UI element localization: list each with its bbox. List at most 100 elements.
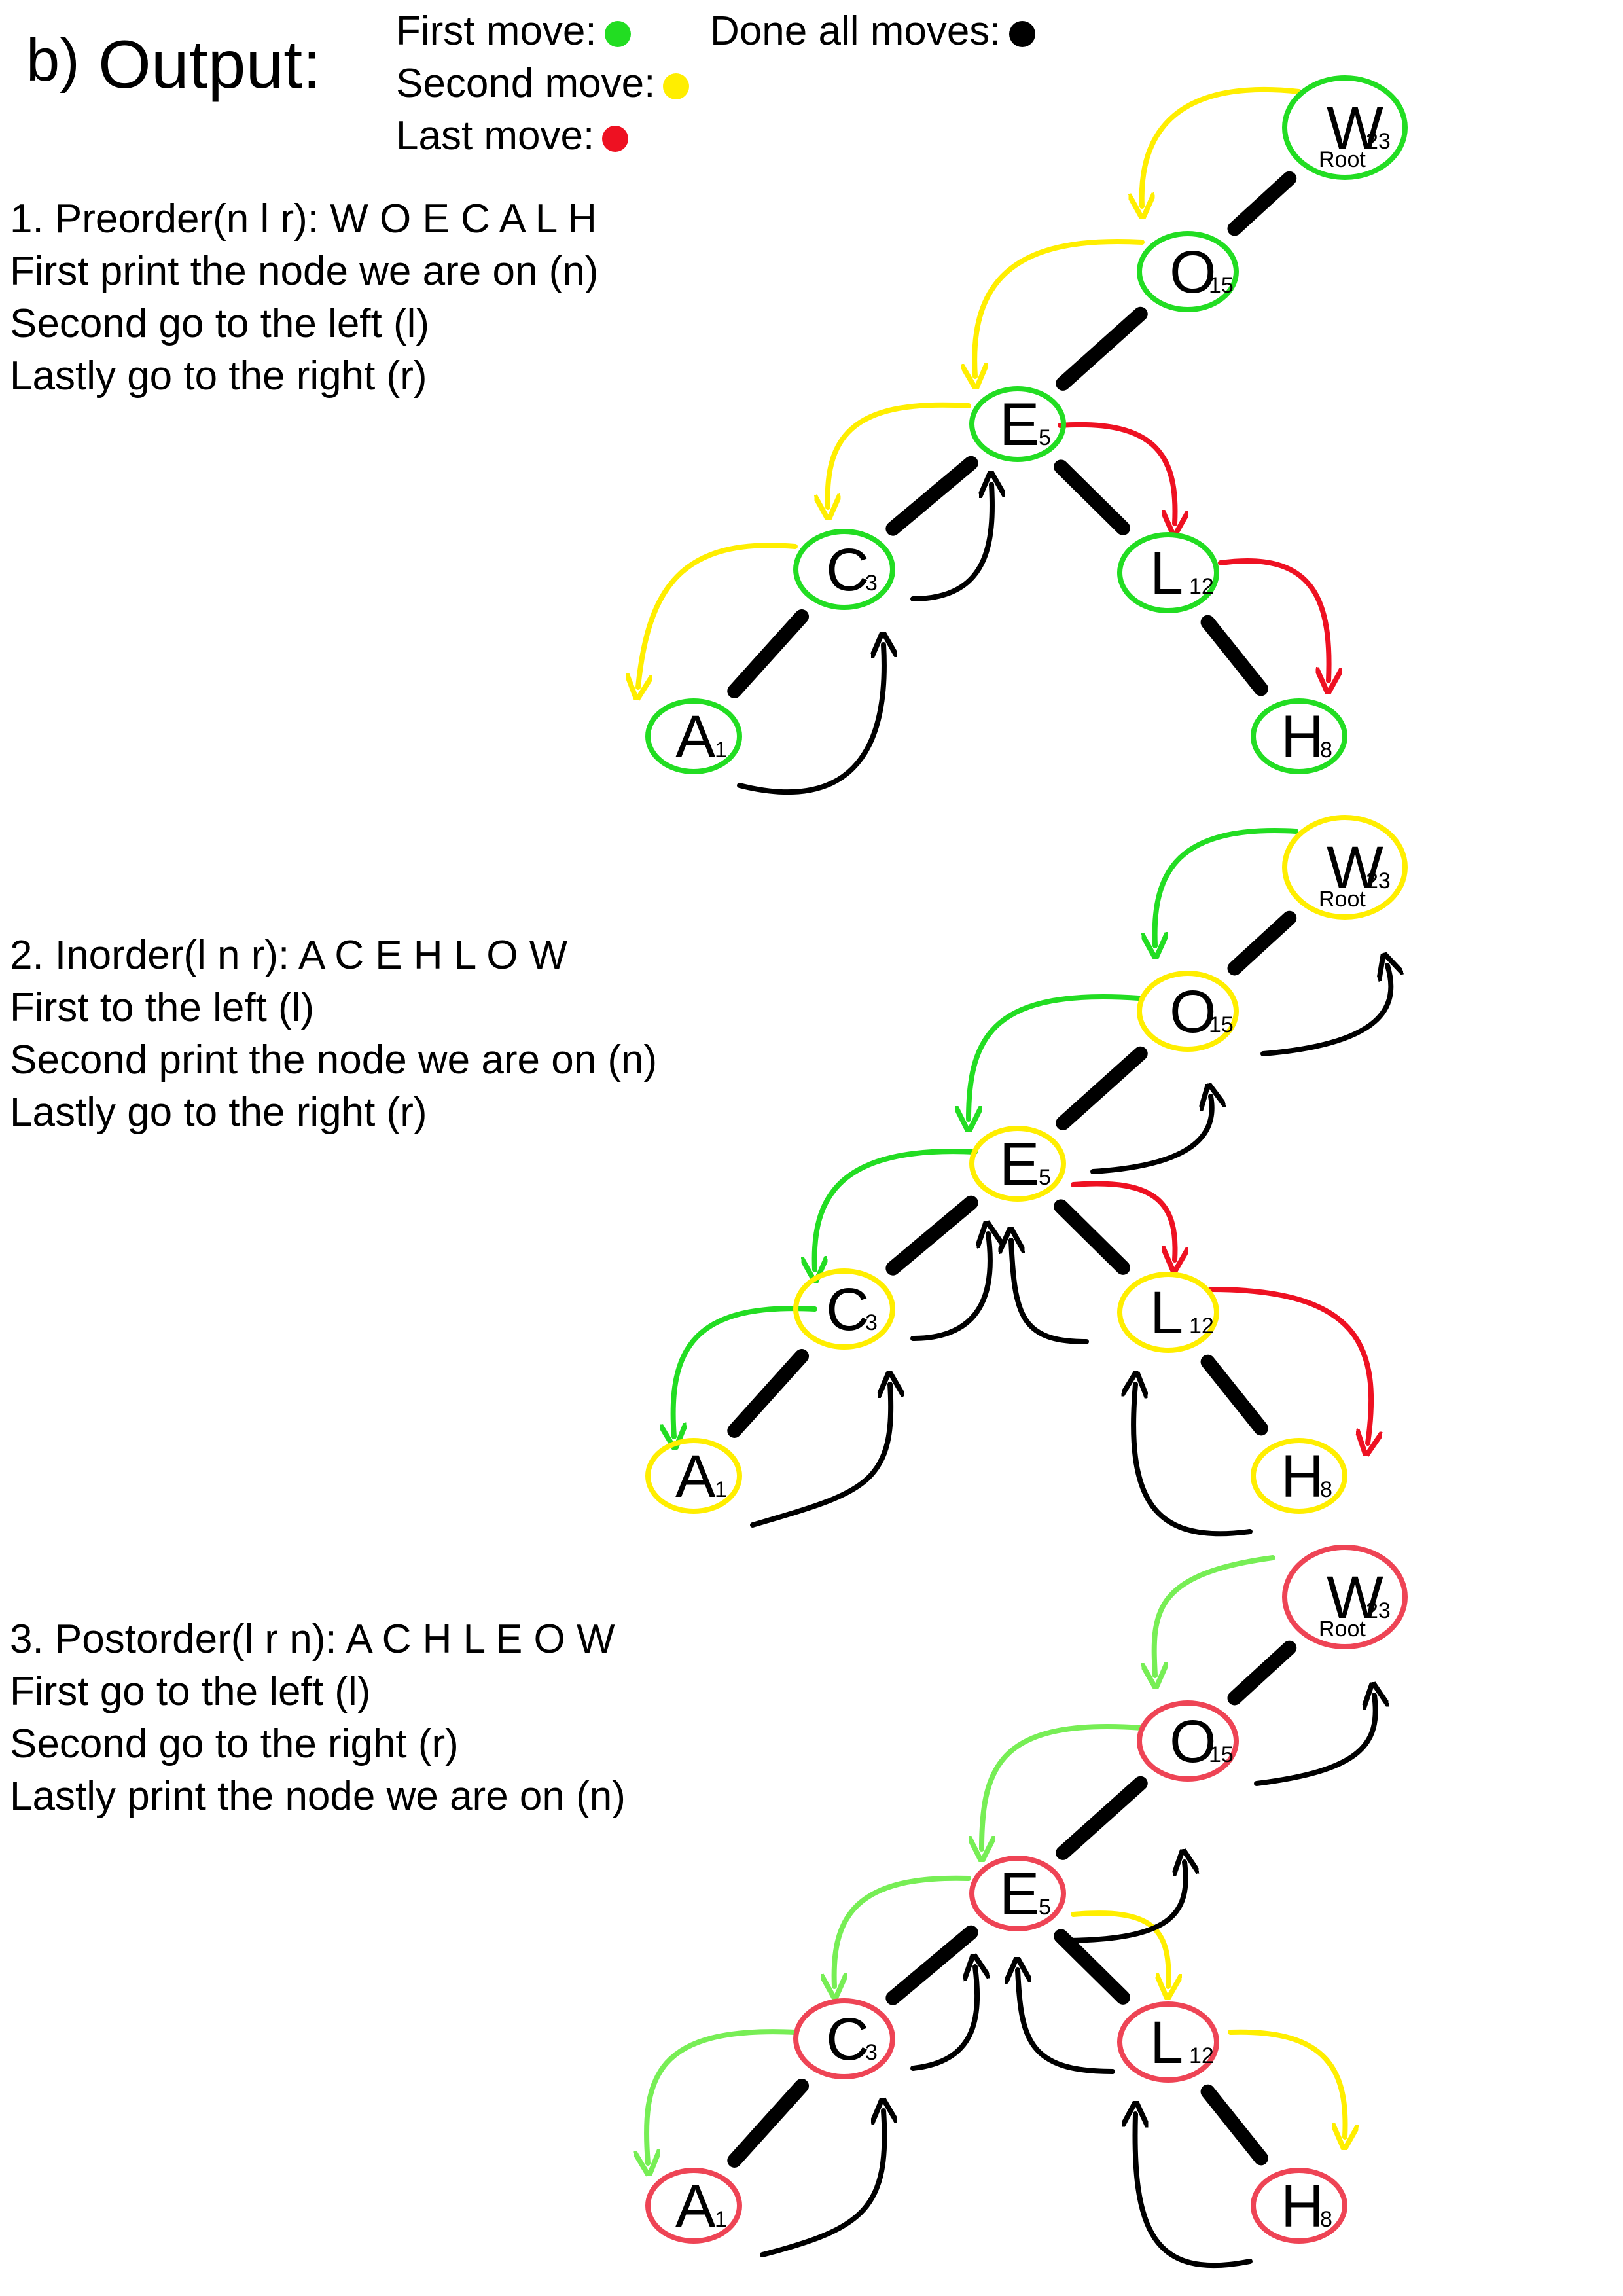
traversal-arrow bbox=[974, 239, 1145, 376]
node-value: 3 bbox=[865, 571, 878, 596]
node-value: 3 bbox=[865, 2040, 878, 2065]
traversal-arrow bbox=[1071, 1910, 1169, 1986]
node-O: O15 bbox=[1137, 231, 1239, 312]
node-letter: H bbox=[1281, 2173, 1324, 2240]
node-letter: L bbox=[1150, 540, 1183, 607]
node-circle bbox=[1137, 971, 1239, 1052]
node-letter: O bbox=[1169, 978, 1217, 1045]
traversal-arrow bbox=[638, 543, 798, 687]
node-C: C3 bbox=[793, 1998, 895, 2079]
node-value: 5 bbox=[1039, 1165, 1051, 1190]
traversal-arrow bbox=[1071, 1181, 1175, 1260]
node-circle bbox=[1251, 698, 1347, 774]
green-dot-icon bbox=[604, 20, 631, 47]
node-circle bbox=[1282, 75, 1408, 180]
traversal-arrow bbox=[828, 402, 971, 507]
legend-last-move-label: Last move: bbox=[396, 113, 595, 158]
traversal-arrow bbox=[1142, 86, 1302, 206]
node-value: 15 bbox=[1209, 273, 1234, 298]
node-letter: O bbox=[1169, 239, 1217, 306]
node-circle bbox=[1137, 1700, 1239, 1782]
traversal-arrow bbox=[1133, 1384, 1253, 1537]
root-label: Root bbox=[1319, 147, 1366, 172]
node-letter: A bbox=[675, 2173, 716, 2240]
legend-second-move-label: Second move: bbox=[396, 61, 656, 106]
node-value: 15 bbox=[1209, 1013, 1234, 1037]
edge-O-E bbox=[1056, 1776, 1148, 1860]
preorder-line-2: Second go to the left (l) bbox=[10, 301, 430, 346]
node-circle bbox=[1117, 2001, 1219, 2083]
node-letter: L bbox=[1150, 1280, 1183, 1346]
page-title: Output: bbox=[98, 27, 322, 103]
node-circle bbox=[645, 1438, 742, 1514]
traversal-arrow bbox=[1135, 2114, 1253, 2269]
edge-L-H bbox=[1200, 2084, 1268, 2166]
traversal-arrow bbox=[910, 484, 992, 601]
node-letter: H bbox=[1281, 704, 1324, 770]
traversal-arrow bbox=[834, 1875, 971, 1986]
traversal-arrow bbox=[1260, 965, 1391, 1056]
node-value: 5 bbox=[1039, 1895, 1051, 1920]
node-letter: A bbox=[675, 1443, 716, 1510]
traversal-arrow bbox=[1218, 558, 1329, 681]
traversal-arrow bbox=[1208, 1287, 1371, 1443]
preorder-line-1: First print the node we are on (n) bbox=[10, 249, 599, 294]
node-circle bbox=[645, 2168, 742, 2244]
legend-done-all-moves: Done all moves: bbox=[710, 8, 1035, 54]
node-H: H8 bbox=[1251, 698, 1347, 774]
node-value: 8 bbox=[1320, 2207, 1332, 2232]
inorder-description: 2. Inorder(l n r): A C E H L O W First t… bbox=[10, 929, 657, 1139]
traversal-arrow bbox=[1018, 1970, 1115, 2074]
root-label: Root bbox=[1319, 887, 1366, 912]
node-letter: E bbox=[999, 391, 1039, 458]
red-dot-icon bbox=[602, 125, 629, 152]
node-C: C3 bbox=[793, 1268, 895, 1350]
preorder-title: 1. Preorder(n l r): W O E C A L H bbox=[10, 196, 597, 242]
node-value: 3 bbox=[865, 1310, 878, 1335]
node-circle bbox=[793, 1268, 895, 1350]
node-circle bbox=[1282, 1545, 1408, 1649]
traversal-arrow bbox=[647, 2029, 798, 2163]
traversal-arrow bbox=[1254, 1695, 1376, 1786]
traversal-arrow bbox=[910, 1234, 990, 1341]
traversal-arrow bbox=[760, 2111, 884, 2257]
inorder-line-3: Lastly go to the right (r) bbox=[10, 1090, 427, 1135]
edge-W-O bbox=[1227, 1640, 1297, 1706]
traversal-arrow bbox=[1011, 1240, 1089, 1344]
legend-second-move: Second move: bbox=[396, 60, 690, 107]
traversal-arrow bbox=[910, 1967, 977, 2071]
postorder-description: 3. Postorder(l r n): A C H L E O W First… bbox=[10, 1613, 626, 1823]
traversal-arrow bbox=[1058, 1862, 1186, 1943]
node-letter: H bbox=[1281, 1443, 1324, 1510]
traversal-arrow bbox=[969, 994, 1141, 1119]
node-value: 8 bbox=[1320, 1477, 1332, 1502]
traversal-arrow bbox=[1154, 1555, 1275, 1676]
node-letter: W bbox=[1327, 1564, 1383, 1631]
yellow-dot-icon bbox=[663, 73, 690, 99]
node-value: 1 bbox=[715, 2207, 727, 2232]
black-dot-icon bbox=[1008, 20, 1035, 47]
edge-W-O bbox=[1227, 910, 1297, 976]
node-letter: W bbox=[1327, 95, 1383, 162]
node-value: 1 bbox=[715, 1477, 727, 1502]
edge-C-A bbox=[727, 1349, 810, 1438]
node-C: C3 bbox=[793, 529, 895, 610]
node-circle bbox=[1282, 815, 1408, 920]
node-letter: O bbox=[1169, 1708, 1217, 1775]
node-E: E5 bbox=[969, 1856, 1066, 1931]
node-A: A1 bbox=[645, 2168, 742, 2244]
node-value: 1 bbox=[715, 738, 727, 762]
node-value: 5 bbox=[1039, 425, 1051, 450]
node-value: 23 bbox=[1366, 129, 1391, 154]
node-value: 12 bbox=[1189, 1314, 1214, 1338]
edge-C-A bbox=[727, 609, 810, 698]
legend-first-move: First move: bbox=[396, 8, 631, 54]
edge-E-C bbox=[885, 1195, 978, 1276]
node-O: O15 bbox=[1137, 1700, 1239, 1782]
node-circle bbox=[1117, 532, 1219, 613]
